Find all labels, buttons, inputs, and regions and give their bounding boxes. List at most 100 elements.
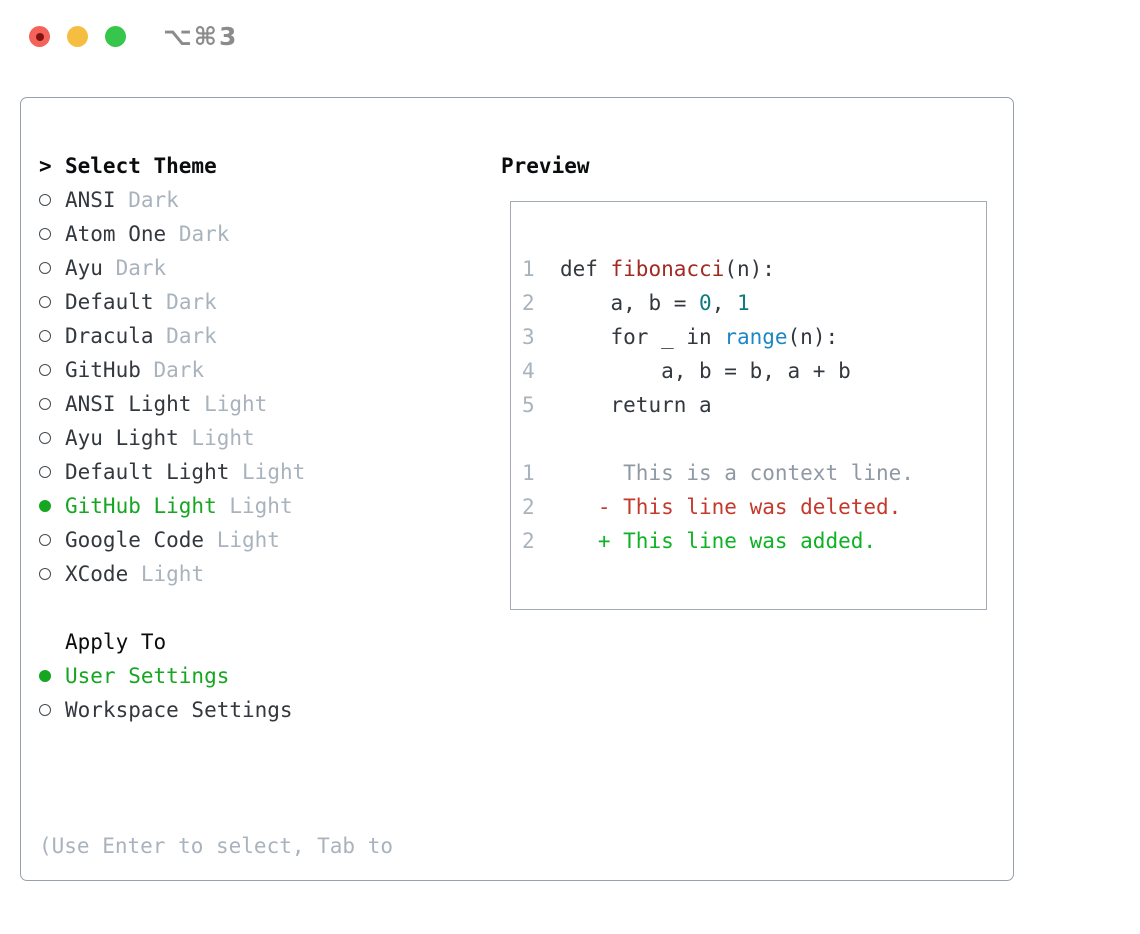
- radio-selected-icon: [39, 500, 51, 512]
- close-button[interactable]: [29, 26, 50, 47]
- theme-option-default-light[interactable]: Default Light Light: [39, 455, 393, 489]
- theme-variant-badge: Light: [229, 494, 293, 518]
- theme-option-google-code[interactable]: Google Code Light: [39, 523, 393, 557]
- theme-variant-badge: Dark: [166, 290, 217, 314]
- theme-option-ansi-light[interactable]: ANSI Light Light: [39, 387, 393, 421]
- code-segment: range: [724, 325, 788, 349]
- theme-name: ANSI Light: [65, 392, 192, 416]
- code-segment: This is a context line.: [534, 461, 914, 485]
- line-number: 1: [522, 257, 535, 281]
- theme-variant-badge: Dark: [115, 256, 167, 280]
- line-number: 5: [522, 393, 535, 417]
- code-segment: - This line was deleted.: [534, 495, 902, 519]
- radio-icon: [39, 432, 51, 444]
- code-segment: (n):: [787, 325, 839, 349]
- theme-option-ayu-light[interactable]: Ayu Light Light: [39, 421, 393, 455]
- theme-name: Default Light: [65, 460, 230, 484]
- apply-option-workspace-settings[interactable]: Workspace Settings: [39, 693, 393, 727]
- code-segment: ,: [711, 291, 737, 315]
- theme-option-ayu[interactable]: Ayu Dark: [39, 251, 393, 285]
- code-segment: a, b =: [534, 291, 700, 315]
- code-line: 5 return a: [522, 388, 978, 422]
- zoom-button[interactable]: [105, 26, 126, 47]
- theme-name: XCode: [65, 562, 129, 586]
- code-segment: fibonacci: [610, 257, 725, 281]
- code-segment: return a: [534, 393, 712, 417]
- theme-variant-badge: Light: [242, 460, 306, 484]
- radio-icon: [39, 228, 51, 240]
- radio-icon: [39, 296, 51, 308]
- code-segment: (n):: [724, 257, 775, 281]
- theme-name: Atom One: [65, 222, 167, 246]
- window-title: ⌥⌘3: [163, 22, 239, 51]
- code-line: 2 a, b = 0, 1: [522, 286, 978, 320]
- blank-line: [522, 422, 978, 456]
- radio-icon: [39, 704, 51, 716]
- theme-option-xcode[interactable]: XCode Light: [39, 557, 393, 591]
- theme-name: Google Code: [65, 528, 205, 552]
- theme-option-github-light[interactable]: GitHub Light Light: [39, 489, 393, 523]
- diff-context-line: 1 This is a context line.: [522, 456, 978, 490]
- preview-title: Preview: [501, 154, 590, 178]
- radio-icon: [39, 364, 51, 376]
- theme-variant-badge: Dark: [178, 222, 230, 246]
- line-number: 2: [522, 495, 535, 519]
- diff-deleted-line: 2 - This line was deleted.: [522, 490, 978, 524]
- radio-icon: [39, 534, 51, 546]
- code-line: 1 def fibonacci(n):: [522, 252, 978, 286]
- minimize-button[interactable]: [67, 26, 88, 47]
- code-segment: a, b = b, a + b: [534, 359, 851, 383]
- line-number: 4: [522, 359, 535, 383]
- line-number: 3: [522, 325, 535, 349]
- code-segment: 0: [699, 291, 712, 315]
- theme-name: ANSI: [65, 188, 116, 212]
- spacer: [39, 727, 393, 761]
- theme-variant-badge: Dark: [153, 358, 205, 382]
- prompt-icon: >: [39, 154, 52, 178]
- apply-to-header: Apply To: [39, 625, 393, 659]
- theme-variant-badge: Light: [191, 426, 255, 450]
- theme-option-dracula[interactable]: Dracula Dark: [39, 319, 393, 353]
- theme-name: Dracula: [65, 324, 154, 348]
- radio-icon: [39, 194, 51, 206]
- apply-option-user-settings[interactable]: User Settings: [39, 659, 393, 693]
- select-theme-header: > Select Theme: [39, 149, 393, 183]
- diff-added-line: 2 + This line was added.: [522, 524, 978, 558]
- select-theme-label: Select Theme: [65, 154, 217, 178]
- code-segment: for _ in: [534, 325, 725, 349]
- theme-name: Ayu Light: [65, 426, 179, 450]
- radio-icon: [39, 568, 51, 580]
- theme-variant-badge: Light: [204, 392, 268, 416]
- code-segment: + This line was added.: [534, 529, 877, 553]
- apply-option-name: User Settings: [65, 664, 230, 688]
- code-line: 3 for _ in range(n):: [522, 320, 978, 354]
- theme-name: Default: [65, 290, 154, 314]
- radio-selected-icon: [39, 670, 51, 682]
- radio-icon: [39, 398, 51, 410]
- window-titlebar: ⌥⌘3: [0, 0, 1140, 74]
- close-dot-icon: [35, 32, 44, 41]
- traffic-lights: [29, 26, 126, 47]
- line-number: 1: [522, 461, 535, 485]
- theme-variant-badge: Light: [216, 528, 280, 552]
- theme-option-github[interactable]: GitHub Dark: [39, 353, 393, 387]
- radio-icon: [39, 466, 51, 478]
- theme-name: GitHub: [65, 358, 141, 382]
- theme-option-atom-one[interactable]: Atom One Dark: [39, 217, 393, 251]
- theme-variant-badge: Light: [140, 562, 205, 586]
- line-number: 2: [522, 291, 535, 315]
- hint-line: (Use Enter to select, Tab to: [39, 834, 394, 858]
- hint-text: (Use Enter to select, Tab to change focu…: [39, 761, 393, 934]
- theme-name: GitHub Light: [65, 494, 217, 518]
- theme-option-ansi[interactable]: ANSI Dark: [39, 183, 393, 217]
- code-segment: 1: [736, 291, 750, 315]
- line-number: 2: [522, 529, 535, 553]
- theme-name: Ayu: [65, 256, 103, 280]
- theme-variant-badge: Dark: [128, 188, 179, 212]
- theme-option-default[interactable]: Default Dark: [39, 285, 393, 319]
